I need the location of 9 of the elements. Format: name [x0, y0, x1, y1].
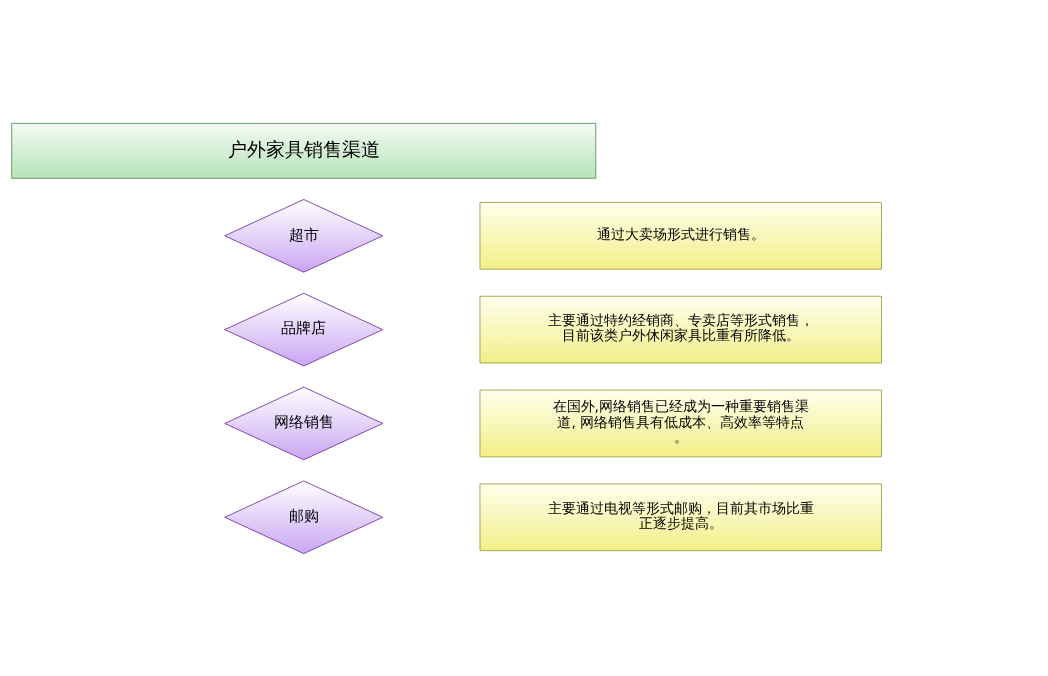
node-box: 主要通过电视等形式邮购，目前其市场比重正逐步提高。	[479, 482, 882, 551]
node-box: 在国外,网络销售已经成为一种重要销售渠道, 网络销售具有低成本、高效率等特点。	[479, 389, 882, 457]
node-box: 主要通过特约经销商、专卖店等形式销售，目前该类户外休闲家具比重有所降低。	[479, 295, 882, 363]
node-box: 通过大卖场形式进行销售。	[479, 201, 882, 270]
node-diamond: 超市	[224, 198, 384, 273]
node-diamond: 邮购	[224, 480, 384, 554]
node-box: 户外家具销售渠道	[11, 122, 597, 179]
node-diamond: 网络销售	[224, 386, 384, 460]
node-diamond: 品牌店	[224, 292, 384, 366]
